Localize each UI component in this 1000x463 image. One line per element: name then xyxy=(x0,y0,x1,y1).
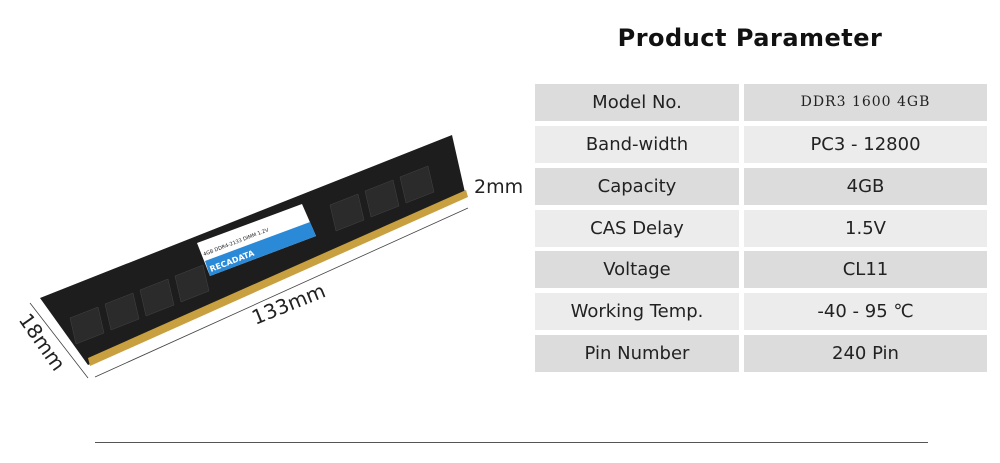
table-row: Capacity 4GB xyxy=(535,168,987,205)
param-value: 4GB xyxy=(744,168,987,205)
param-value: 1.5V xyxy=(744,210,987,247)
param-label: Capacity xyxy=(535,168,739,205)
bottom-divider xyxy=(95,442,928,443)
param-label: Band-width xyxy=(535,126,739,163)
table-row: Band-width PC3 - 12800 xyxy=(535,126,987,163)
param-label: Pin Number xyxy=(535,335,739,372)
param-value: CL11 xyxy=(744,251,987,288)
table-row: Model No. DDR3 1600 4GB xyxy=(535,84,987,121)
length-dimension-line xyxy=(94,207,469,378)
memory-chips xyxy=(69,165,435,345)
page-title: Product Parameter xyxy=(617,24,883,52)
table-row: Voltage CL11 xyxy=(535,251,987,288)
param-label: Model No. xyxy=(535,84,739,121)
ram-module-image: 4GB DDR4-2133 DIMM 1.2V RECADATA xyxy=(29,135,469,379)
param-value: 240 Pin xyxy=(744,335,987,372)
height-dimension-line xyxy=(29,302,89,379)
param-value: DDR3 1600 4GB xyxy=(744,84,987,121)
table-row: CAS Delay 1.5V xyxy=(535,210,987,247)
table-row: Working Temp. -40 - 95 ℃ xyxy=(535,293,987,330)
param-label: Working Temp. xyxy=(535,293,739,330)
thickness-dimension: 2mm xyxy=(474,176,524,198)
param-value: -40 - 95 ℃ xyxy=(744,293,987,330)
gold-contacts xyxy=(88,190,468,366)
param-label: CAS Delay xyxy=(535,210,739,247)
table-row: Pin Number 240 Pin xyxy=(535,335,987,372)
param-value: PC3 - 12800 xyxy=(744,126,987,163)
param-label: Voltage xyxy=(535,251,739,288)
